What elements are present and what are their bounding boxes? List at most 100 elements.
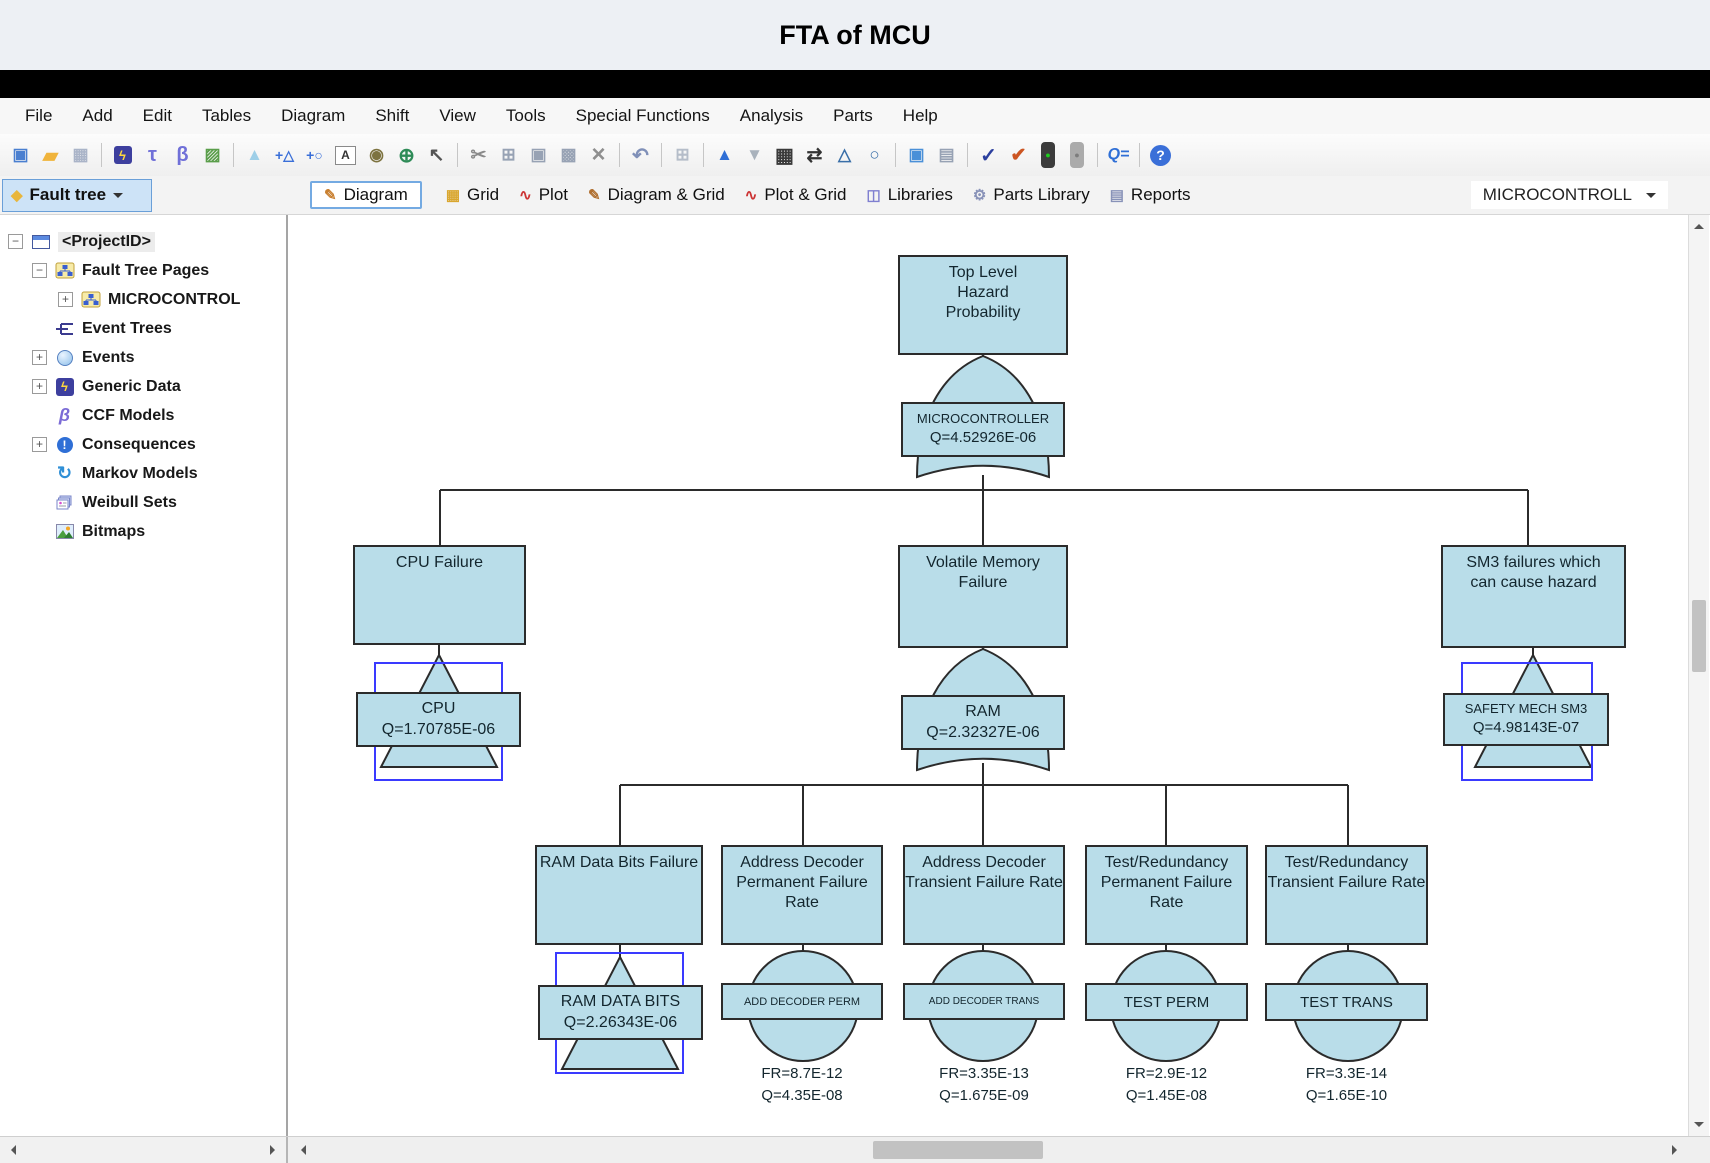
view-grid-button[interactable]: ▦ Grid [436,181,509,209]
cut-icon[interactable]: ✂ [470,144,487,166]
save-icon[interactable]: ▦ [72,145,89,164]
tree-item-event-trees[interactable]: Event Trees [0,314,286,343]
scroll-down-arrow[interactable] [1689,1114,1709,1136]
event-label-test-trans[interactable]: TEST TRANS [1265,983,1428,1021]
scroll-up-arrow[interactable] [1689,215,1709,237]
expand-icon[interactable]: + [32,379,47,394]
node-addr-decoder-trans[interactable]: Address Decoder Transient Failure Rate [903,845,1065,945]
fit-page-icon[interactable]: ⇄ [806,144,823,166]
menu-file[interactable]: File [25,106,53,125]
text-box-icon[interactable]: A [335,145,356,165]
menu-shift[interactable]: Shift [375,106,410,125]
generic-data-icon[interactable]: ϟ [108,140,137,170]
menu-parts[interactable]: Parts [833,106,873,125]
check-report-icon[interactable]: ✔ [1010,144,1027,166]
scroll-right-arrow[interactable] [1664,1138,1686,1162]
menu-edit[interactable]: Edit [142,106,172,125]
gate-label-safety-mech-sm3[interactable]: SAFETY MECH SM3 Q=4.98143E-07 [1443,693,1609,746]
collapse-icon[interactable]: − [8,234,23,249]
find-event-icon[interactable]: ○ [869,145,880,164]
tree-item-markov-models[interactable]: ↻ Markov Models [0,459,286,488]
expand-icon[interactable]: + [32,437,47,452]
node-test-redundancy-perm[interactable]: Test/Redundancy Permanent Failure Rate [1085,845,1248,945]
expand-icon[interactable]: + [32,350,47,365]
tree-item-weibull-sets[interactable]: Weibull Sets [0,488,286,517]
canvas-horizontal-scrollbar[interactable] [288,1137,1690,1163]
vertical-scrollbar[interactable] [1688,215,1709,1136]
open-project-icon[interactable]: ▰ [42,144,59,167]
tau-icon[interactable]: τ [148,143,157,166]
gate-wizard-icon[interactable]: ▲ [246,145,263,164]
tree-item-fault-tree-pages[interactable]: − Fault Tree Pages [0,256,286,285]
undo-icon[interactable]: ↶ [632,144,649,167]
find-gate-icon[interactable]: △ [837,145,852,164]
traffic-light-go-icon[interactable]: ● [1041,142,1055,168]
menu-tables[interactable]: Tables [201,106,252,125]
view-diagram-grid-button[interactable]: ✎ Diagram & Grid [578,181,735,209]
node-cpu-failure[interactable]: CPU Failure [353,545,526,645]
tree-item-consequences[interactable]: + ! Consequences [0,430,286,459]
traffic-light-stop-icon[interactable]: ● [1070,142,1084,168]
view-parts-library-button[interactable]: ⚙ Parts Library [963,181,1100,209]
node-ram-data-bits-failure[interactable]: RAM Data Bits Failure [535,845,703,945]
grid-table-icon[interactable]: ▦ [775,144,794,167]
select-cursor-icon[interactable]: ↖ [428,144,445,166]
tree-item-bitmaps[interactable]: Bitmaps [0,517,286,546]
paste-special-icon[interactable]: ▩ [560,145,577,164]
gate-label-cpu[interactable]: CPU Q=1.70785E-06 [356,692,521,747]
node-top-level-hazard[interactable]: Top Level Hazard Probability [898,255,1068,355]
event-label-add-decoder-trans[interactable]: ADD DECODER TRANS [903,983,1065,1020]
q-value-icon[interactable]: Q= [1107,146,1130,163]
fault-tree-diagram-canvas[interactable]: Top Level Hazard Probability MICROCONTRO… [288,215,1688,1136]
menu-add[interactable]: Add [82,106,113,125]
view-reports-button[interactable]: ▤ Reports [1100,181,1201,209]
spell-check-icon[interactable]: ✓ [980,144,997,167]
tree-item-generic-data[interactable]: + ϟ Generic Data [0,372,286,401]
page-selector-dropdown[interactable]: MICROCONTROLL [1470,181,1668,209]
menu-help[interactable]: Help [902,106,938,125]
move-down-icon[interactable]: ▼ [746,145,763,164]
view-plot-grid-button[interactable]: ∿ Plot & Grid [735,181,857,209]
view-plot-button[interactable]: ∿ Plot [509,181,578,209]
menu-analysis[interactable]: Analysis [739,106,804,125]
image-icon[interactable]: ▨ [204,145,221,164]
vertical-scroll-thumb[interactable] [1692,600,1706,672]
search-document-icon[interactable]: ◉ [369,145,384,164]
menu-tools[interactable]: Tools [505,106,546,125]
computer-monitor-icon[interactable]: ▣ [908,145,925,164]
menu-diagram[interactable]: Diagram [281,106,346,125]
view-libraries-button[interactable]: ◫ Libraries [857,181,963,209]
sidebar-horizontal-scrollbar[interactable] [0,1137,288,1163]
gate-label-ram-data-bits[interactable]: RAM DATA BITS Q=2.26343E-06 [538,985,703,1040]
add-event-icon[interactable]: +○ [306,147,323,163]
menu-view[interactable]: View [439,106,476,125]
collapse-icon[interactable]: − [32,263,47,278]
new-project-icon[interactable]: ▣ [12,145,29,164]
fault-tree-scope-button[interactable]: ◆ Fault tree [2,178,152,212]
horizontal-scroll-thumb[interactable] [873,1141,1043,1159]
internet-icon[interactable]: ⊕ [398,144,415,167]
delete-icon[interactable]: × [591,141,606,168]
move-up-icon[interactable]: ▲ [716,145,733,164]
scroll-right-arrow[interactable] [262,1138,284,1162]
tree-item-project[interactable]: − <ProjectID> [0,227,286,256]
tree-item-microcontrol-page[interactable]: + MICROCONTROL [0,285,286,314]
copy-icon[interactable]: ⊞ [501,145,516,164]
node-sm3-failures[interactable]: SM3 failures which can cause hazard [1441,545,1626,648]
menu-special-functions[interactable]: Special Functions [575,106,710,125]
paste-icon[interactable]: ▣ [530,145,547,164]
scroll-left-arrow[interactable] [2,1138,24,1162]
gate-label-microcontroller[interactable]: MICROCONTROLLER Q=4.52926E-06 [901,402,1065,457]
scroll-left-arrow[interactable] [292,1138,314,1162]
node-volatile-memory-failure[interactable]: Volatile Memory Failure [898,545,1068,648]
copy-page-icon[interactable]: ⊞ [675,145,690,164]
tree-item-events[interactable]: + Events [0,343,286,372]
gate-label-ram[interactable]: RAM Q=2.32327E-06 [901,695,1065,750]
beta-icon[interactable]: β [176,143,189,166]
expand-icon[interactable]: + [58,292,73,307]
view-diagram-button[interactable]: ✎ Diagram [310,181,422,209]
help-icon[interactable]: ? [1150,144,1171,166]
node-test-redundancy-trans[interactable]: Test/Redundancy Transient Failure Rate [1265,845,1428,945]
tree-item-ccf-models[interactable]: β CCF Models [0,401,286,430]
report-options-icon[interactable]: ▤ [938,145,955,164]
